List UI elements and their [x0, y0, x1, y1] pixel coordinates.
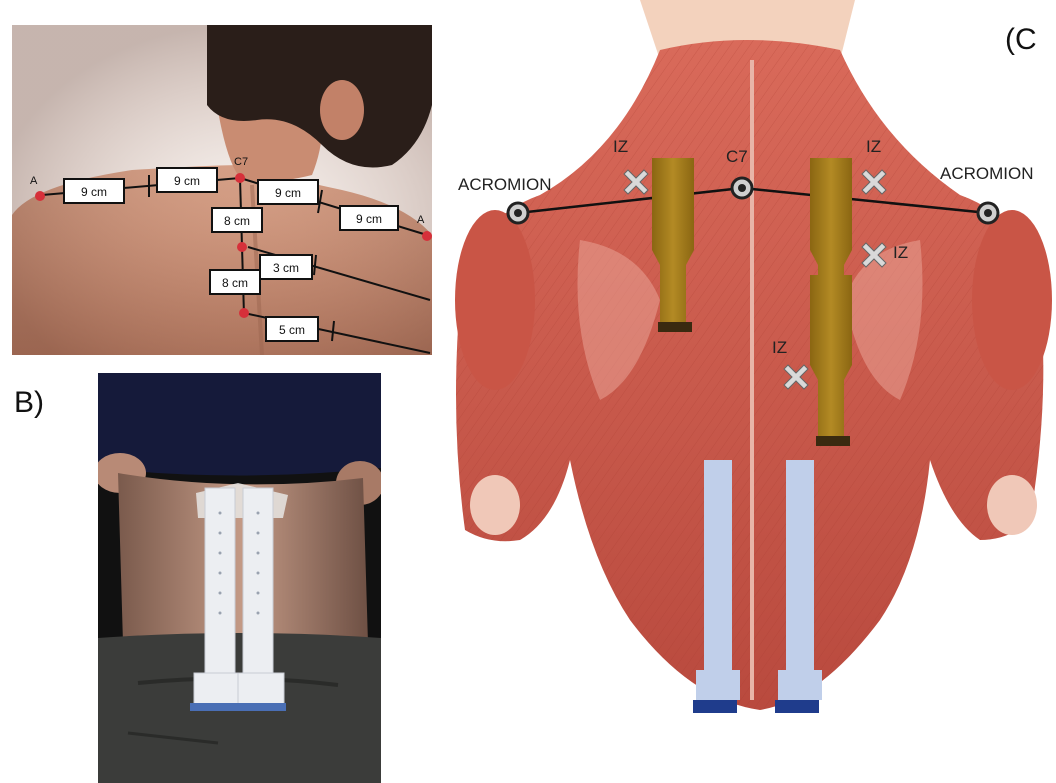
landmark-dot	[422, 231, 432, 241]
landmark-a-right: A	[417, 214, 425, 226]
iz-label: IZ	[772, 338, 787, 357]
panel-c-diagram: ACROMION ACROMION C7 IZ IZ IZ IZ	[448, 0, 1056, 783]
svg-text:9 cm: 9 cm	[174, 174, 200, 188]
iz-label: IZ	[893, 243, 908, 262]
svg-text:5 cm: 5 cm	[279, 323, 305, 337]
svg-text:9 cm: 9 cm	[275, 186, 301, 200]
acromion-left-marker	[508, 203, 528, 223]
landmark-dot	[235, 173, 245, 183]
distance-box: 5 cm	[266, 317, 318, 341]
distance-box: 9 cm	[258, 180, 318, 204]
svg-text:3 cm: 3 cm	[273, 261, 299, 275]
svg-text:8 cm: 8 cm	[222, 276, 248, 290]
svg-text:9 cm: 9 cm	[356, 212, 382, 226]
panel-b-label: B)	[14, 388, 44, 418]
distance-box: 9 cm	[340, 206, 398, 230]
landmark-a-left: A	[30, 175, 38, 187]
iz-label: IZ	[613, 137, 628, 156]
panel-a-photo: A C7 A 9 cm 9 cm 9 cm 9 cm 8 cm 3 cm	[12, 25, 432, 355]
acromion-right-marker	[978, 203, 998, 223]
iz-label: IZ	[866, 137, 881, 156]
distance-box: 9 cm	[157, 168, 217, 192]
c7-label: C7	[726, 147, 748, 166]
distance-box: 8 cm	[210, 270, 260, 294]
landmark-dot	[239, 308, 249, 318]
distance-box: 3 cm	[260, 255, 312, 279]
landmark-dot	[237, 242, 247, 252]
distance-box: 8 cm	[212, 208, 262, 232]
acromion-left-label: ACROMION	[458, 175, 552, 194]
distance-box: 9 cm	[64, 179, 124, 203]
landmark-c7: C7	[234, 156, 248, 168]
panel-b-photo	[98, 373, 381, 783]
svg-text:8 cm: 8 cm	[224, 214, 250, 228]
c7-marker	[732, 178, 752, 198]
svg-text:9 cm: 9 cm	[81, 185, 107, 199]
acromion-right-label: ACROMION	[940, 164, 1034, 183]
landmark-dot	[35, 191, 45, 201]
